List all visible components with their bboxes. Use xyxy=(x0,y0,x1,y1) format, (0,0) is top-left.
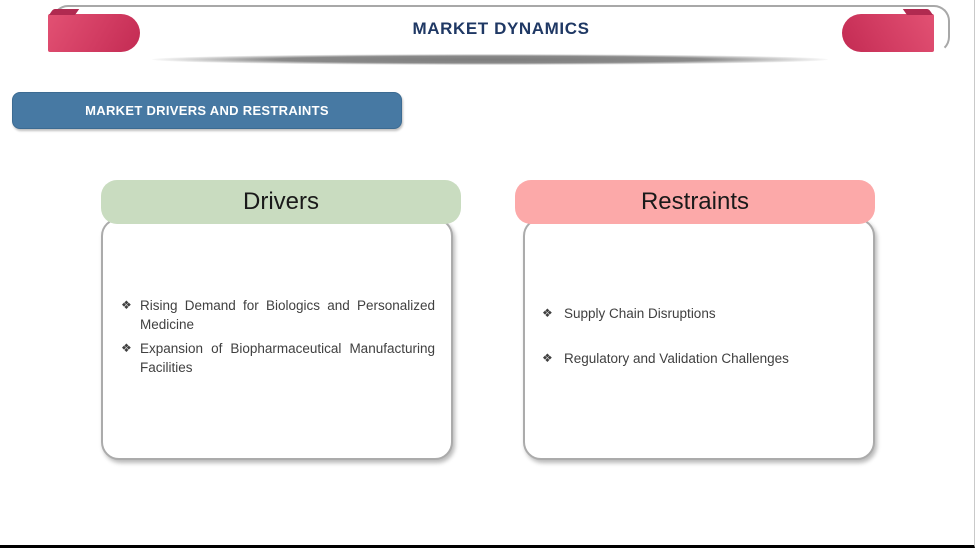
diamond-bullet-icon: ❖ xyxy=(121,298,132,312)
page-title: MARKET DYNAMICS xyxy=(412,19,590,38)
drivers-card-title: Drivers xyxy=(243,188,319,215)
restraints-card-header: Restraints xyxy=(515,180,875,224)
banner-shadow xyxy=(152,54,828,65)
section-banner: MARKET DRIVERS AND RESTRAINTS xyxy=(12,92,402,129)
drivers-bullet-list: ❖ Rising Demand for Biologics and Person… xyxy=(103,220,451,377)
bullet-text: Regulatory and Validation Challenges xyxy=(564,351,789,366)
diamond-bullet-icon: ❖ xyxy=(542,306,553,320)
restraints-card-body: ❖ Supply Chain Disruptions ❖ Regulatory … xyxy=(523,218,875,460)
list-item: ❖ Expansion of Biopharmaceutical Manufac… xyxy=(103,339,435,377)
ribbon-left-decoration xyxy=(48,14,140,52)
list-item: ❖ Rising Demand for Biologics and Person… xyxy=(103,296,435,334)
section-banner-label: MARKET DRIVERS AND RESTRAINTS xyxy=(85,103,329,118)
bullet-text: Supply Chain Disruptions xyxy=(564,306,716,321)
restraints-card-title: Restraints xyxy=(640,188,750,215)
ribbon-right-decoration xyxy=(842,14,934,52)
drivers-card-body: ❖ Rising Demand for Biologics and Person… xyxy=(101,218,453,460)
diamond-bullet-icon: ❖ xyxy=(542,351,553,365)
bullet-text: Expansion of Biopharmaceutical Manufactu… xyxy=(140,341,435,375)
bullet-text: Rising Demand for Biologics and Personal… xyxy=(140,298,435,332)
list-item: ❖ Supply Chain Disruptions xyxy=(525,304,861,323)
drivers-card-header: Drivers xyxy=(101,180,461,224)
diamond-bullet-icon: ❖ xyxy=(121,341,132,355)
list-item: ❖ Regulatory and Validation Challenges xyxy=(525,349,861,368)
top-banner: MARKET DYNAMICS xyxy=(52,5,950,53)
restraints-bullet-list: ❖ Supply Chain Disruptions ❖ Regulatory … xyxy=(525,220,873,368)
